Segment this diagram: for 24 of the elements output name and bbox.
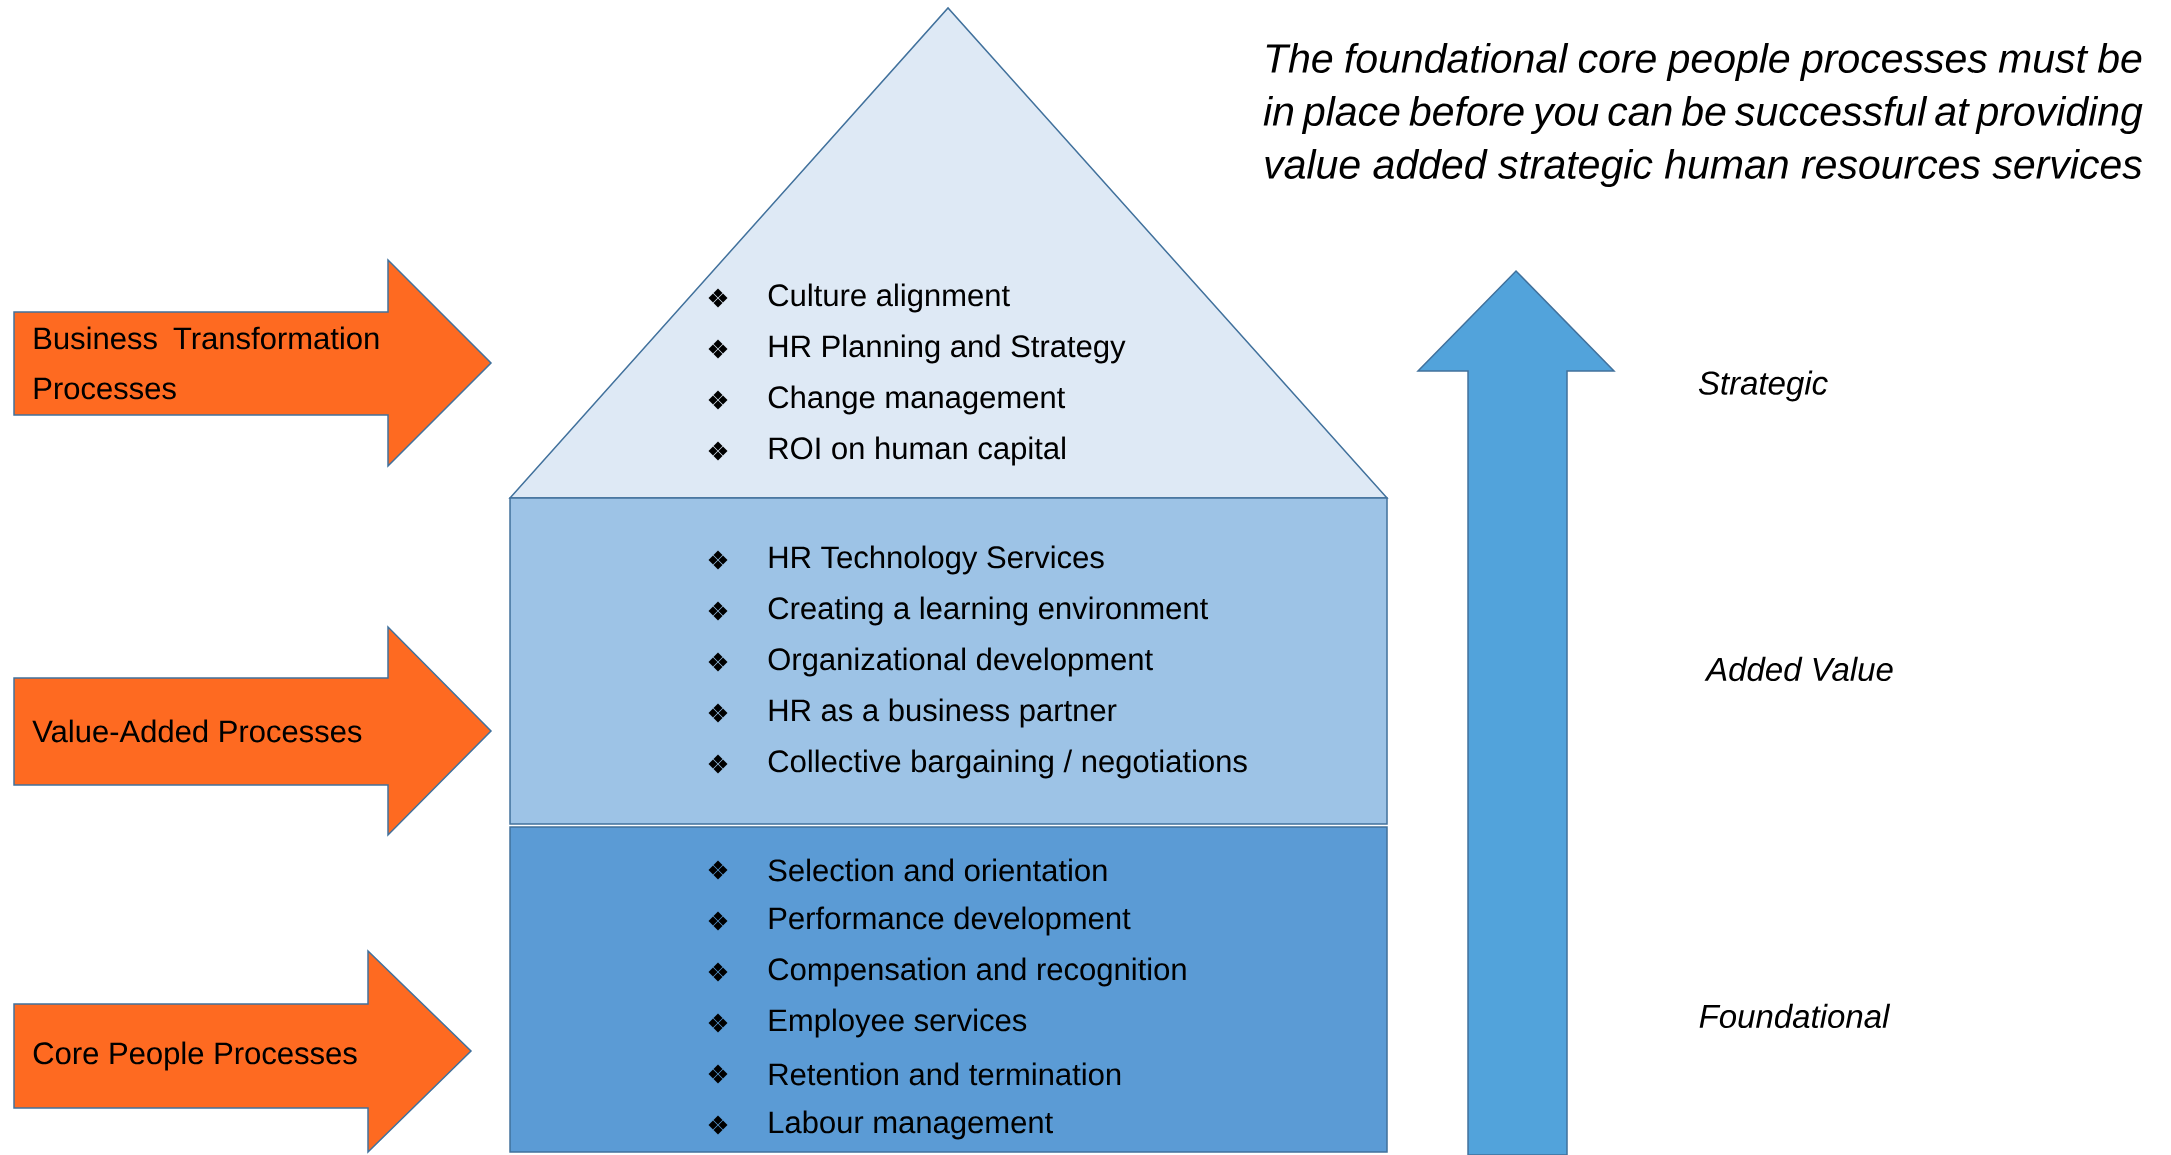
- list-item: Culture alignment: [768, 283, 1010, 313]
- tier-band: [509, 826, 1388, 1153]
- arrow-box: Business Transformation Processes: [13, 258, 493, 468]
- list-item: Retention and termination: [769, 1062, 1121, 1086]
- level-label: Foundational: [1699, 1003, 1891, 1029]
- list-item: Employee services: [769, 1008, 1027, 1038]
- list-item: HR Technology Services: [769, 545, 1104, 575]
- list-item: Performance development: [769, 906, 1131, 936]
- arrow-box: Core People Processes: [13, 949, 473, 1154]
- list-item: ROI on human capital: [769, 436, 1065, 466]
- list-item: Organizational development: [768, 647, 1153, 677]
- list-item: HR Planning and Strategy: [769, 334, 1126, 364]
- list-item: Creating a learning environment: [768, 596, 1208, 626]
- list-item: HR as a business partner: [769, 698, 1117, 728]
- list-item: Collective bargaining / negotiations: [768, 749, 1247, 779]
- heading-note: The foundational core people processes must be in place before you can be successful at providing value added strategic human resources services: [1263, 42, 2143, 188]
- list-item: Compensation and recognition: [768, 957, 1186, 987]
- level-label: Added Value: [1704, 656, 1893, 682]
- list-item: Labour management: [769, 1110, 1053, 1140]
- arrow-box: Value-Added Processes: [13, 625, 493, 837]
- list-item: Change management: [768, 385, 1066, 415]
- tier-band: [509, 497, 1388, 825]
- level-label: Strategic: [1698, 370, 1828, 402]
- list-item: Selection and orientation: [768, 858, 1107, 882]
